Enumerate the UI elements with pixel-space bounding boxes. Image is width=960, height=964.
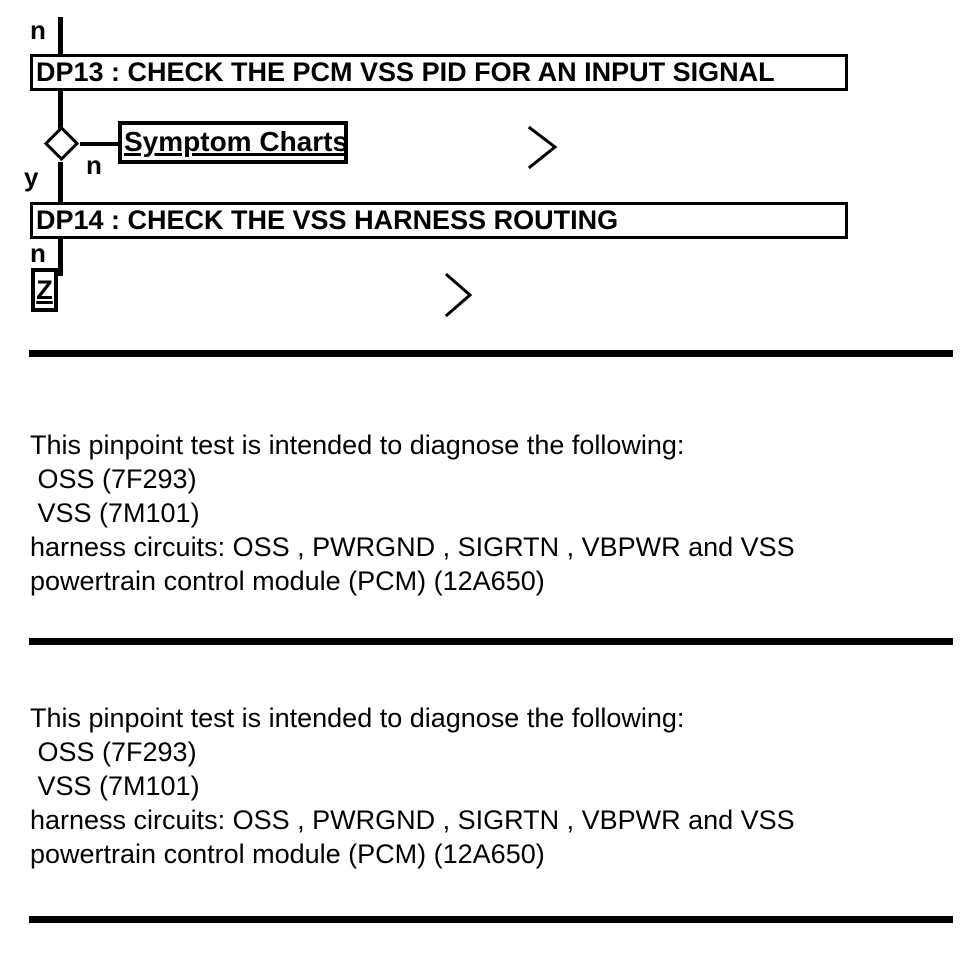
z-link[interactable]: Z xyxy=(31,268,58,312)
diagnosis-description-block: This pinpoint test is intended to diagno… xyxy=(30,428,795,598)
description-line: VSS (7M101) xyxy=(30,498,200,528)
connector-line-dp13-to-decision xyxy=(58,90,63,134)
connector-line-dp14-to-z xyxy=(58,238,63,276)
connector-line-decision-to-symptom xyxy=(80,142,120,146)
symptom-charts-link[interactable]: Symptom Charts xyxy=(118,121,348,164)
description-line: OSS (7F293) xyxy=(30,737,197,767)
chevron-right-icon[interactable] xyxy=(528,126,558,170)
description-line: harness circuits: OSS , PWRGND , SIGRTN … xyxy=(30,805,795,835)
diagnosis-description-block: This pinpoint test is intended to diagno… xyxy=(30,701,795,871)
connector-line-decision-to-dp14 xyxy=(58,162,63,203)
description-line: powertrain control module (PCM) (12A650) xyxy=(30,839,545,869)
connector-line-top xyxy=(58,17,63,55)
chevron-right-icon[interactable] xyxy=(445,273,473,317)
description-line: OSS (7F293) xyxy=(30,464,197,494)
decision-diamond-icon xyxy=(43,125,80,162)
branch-label-n-dp14: n xyxy=(30,238,46,268)
description-line: powertrain control module (PCM) (12A650) xyxy=(30,566,545,596)
description-line: harness circuits: OSS , PWRGND , SIGRTN … xyxy=(30,532,795,562)
description-line: VSS (7M101) xyxy=(30,771,200,801)
section-divider xyxy=(29,350,953,357)
section-divider xyxy=(29,916,953,923)
description-line: This pinpoint test is intended to diagno… xyxy=(30,703,685,733)
branch-label-n-top: n xyxy=(30,15,46,45)
description-line: This pinpoint test is intended to diagno… xyxy=(30,430,685,460)
branch-label-y-decision: y xyxy=(24,162,39,192)
section-divider xyxy=(29,638,953,645)
dp13-step-box: DP13 : CHECK THE PCM VSS PID FOR AN INPU… xyxy=(30,54,848,91)
dp14-step-box: DP14 : CHECK THE VSS HARNESS ROUTING xyxy=(30,202,848,239)
branch-label-n-decision: n xyxy=(86,150,102,180)
